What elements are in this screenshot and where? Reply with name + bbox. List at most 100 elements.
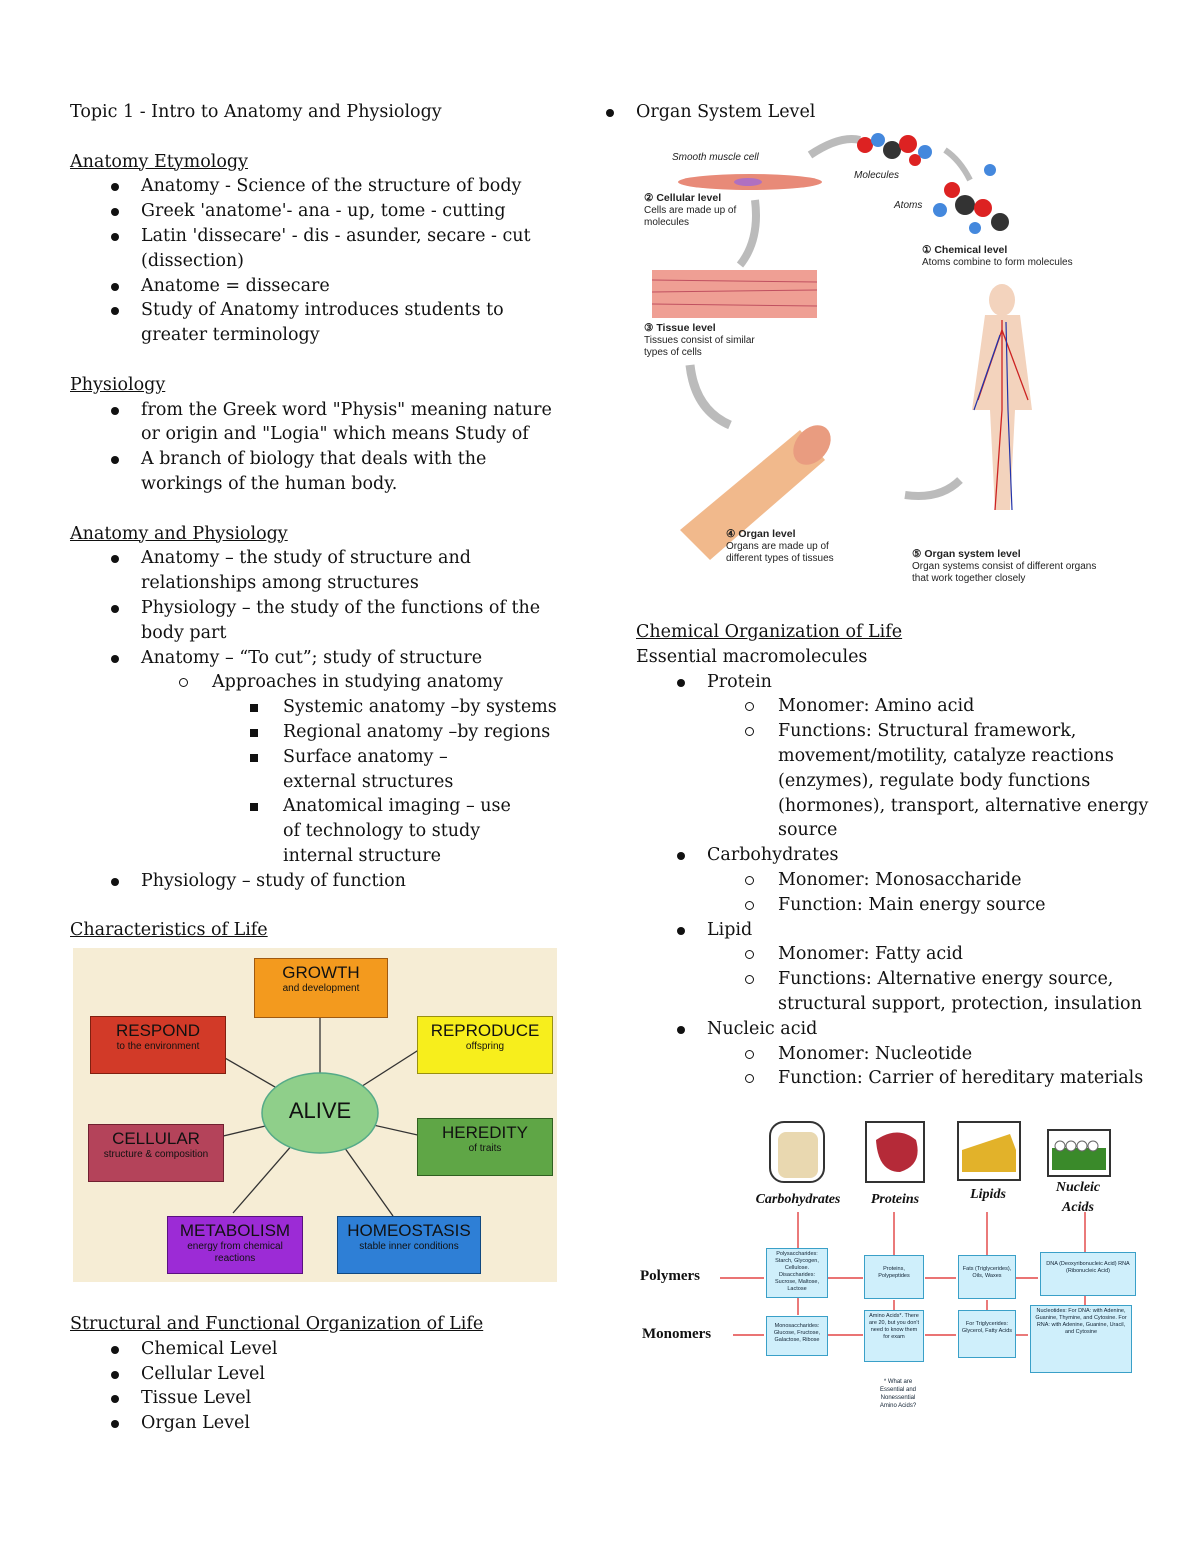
- box-subtitle: structure & composition: [103, 1149, 209, 1160]
- label-chemical: ① Chemical level Atoms combine to form m…: [922, 244, 1082, 269]
- box-title: HEREDITY: [442, 1123, 528, 1142]
- list-item: Physiology – study of function: [70, 869, 570, 894]
- list-item: Approaches in studying anatomy Systemic …: [141, 670, 570, 868]
- list-item: Functions: Structural framework, movemen…: [707, 719, 1156, 843]
- list-item: Nucleic acid Monomer: Nucleotide Functio…: [636, 1017, 1156, 1091]
- label-cellular: ② Cellular level Cells are made up of mo…: [644, 192, 764, 229]
- detail-list: Monomer: Nucleotide Function: Carrier of…: [636, 1042, 1156, 1092]
- list-item-text: Lipid: [707, 919, 753, 940]
- list-item-text: Nucleic acid: [707, 1018, 818, 1039]
- mono-box-lipids: For Triglycerides: Glycerol, Fatty Acids: [958, 1310, 1016, 1358]
- list-item-text: Approaches in studying anatomy: [212, 672, 503, 693]
- box-title: REPRODUCE: [430, 1021, 540, 1040]
- label-polymers: Polymers: [640, 1268, 700, 1284]
- page-title: Topic 1 - Intro to Anatomy and Physiolog…: [70, 102, 442, 122]
- homeostasis-box: HOMEOSTASIS stable inner conditions: [337, 1216, 481, 1274]
- list-item: Tissue Level: [70, 1386, 570, 1411]
- box-title: GROWTH: [282, 963, 360, 982]
- level-title: ⑤ Organ system level: [912, 548, 1021, 560]
- growth-box: GROWTH and development: [254, 958, 388, 1018]
- list-item: Organ System Level: [565, 100, 1156, 125]
- list-item: Function: Carrier of hereditary material…: [707, 1066, 1156, 1091]
- mono-box-nucleic: Nucleotides: For DNA: with Adenine, Guan…: [1030, 1305, 1132, 1373]
- alive-center: ALIVE: [288, 1098, 352, 1123]
- box-subtitle: stable inner conditions: [359, 1241, 459, 1252]
- list-item: Organ Level: [70, 1411, 570, 1436]
- label-nucleic-acids: Nucleic Acids: [1055, 1180, 1101, 1215]
- label-smooth-muscle: Smooth muscle cell: [672, 152, 759, 163]
- list-item: Function: Main energy source: [707, 893, 1156, 918]
- list-item: Monomer: Nucleotide: [707, 1042, 1156, 1067]
- anaphys-list: Anatomy – the study of structure and rel…: [70, 546, 570, 893]
- label-lipids: Lipids: [970, 1187, 1006, 1202]
- approach-types-list: Systemic anatomy –by systems Regional an…: [141, 695, 570, 869]
- list-item-text: Anatomy – “To cut”; study of structure: [141, 647, 483, 668]
- level-title: ④ Organ level: [726, 528, 796, 540]
- level-desc: Atoms combine to form molecules: [922, 257, 1073, 268]
- reproduce-box: REPRODUCE offspring: [417, 1016, 553, 1074]
- label-organ: ④ Organ level Organs are made up of diff…: [726, 528, 866, 565]
- macromolecules-figure: Carbohydrates Proteins Lipids Nucleic Ac…: [638, 1110, 1138, 1440]
- heading-physiology: Physiology: [70, 374, 166, 395]
- list-item: Study of Anatomy introduces students to …: [70, 298, 570, 348]
- organization-list-cont: Organ System Level: [565, 100, 1156, 125]
- label-organ-system: ⑤ Organ system level Organ systems consi…: [912, 548, 1112, 585]
- detail-list: Monomer: Monosaccharide Function: Main e…: [636, 868, 1156, 918]
- poly-box-proteins: Proteins, Polypeptides: [864, 1255, 924, 1299]
- heredity-box: HEREDITY of traits: [417, 1118, 553, 1176]
- left-column: Topic 1 - Intro to Anatomy and Physiolog…: [70, 100, 570, 943]
- approaches-list: Approaches in studying anatomy Systemic …: [70, 670, 570, 868]
- box-title: RESPOND: [115, 1021, 201, 1040]
- macromolecule-list: Protein Monomer: Amino acid Functions: S…: [636, 670, 1156, 1092]
- list-item: Systemic anatomy –by systems: [212, 695, 570, 720]
- mono-box-proteins: Amino Acids*. There are 20, but you don'…: [864, 1310, 924, 1362]
- poly-box-lipids: Fats (Triglycerides), Oils, Waxes: [958, 1255, 1016, 1299]
- poly-box-nucleic: DNA (Deoxyribonucleic Acid) RNA (Ribonuc…: [1040, 1252, 1136, 1296]
- label-molecules: Molecules: [854, 170, 900, 181]
- list-item: Anatomy - Science of the structure of bo…: [70, 174, 570, 199]
- chemical-intro: Essential macromolecules: [636, 646, 868, 667]
- list-item: Cellular Level: [70, 1362, 570, 1387]
- level-desc: Organ systems consist of different organ…: [912, 561, 1097, 584]
- level-desc: Tissues consist of similar types of cell…: [644, 335, 755, 358]
- box-subtitle: energy from chemical reactions: [187, 1241, 283, 1264]
- box-subtitle: offspring: [465, 1041, 505, 1052]
- list-item: Protein Monomer: Amino acid Functions: S…: [636, 670, 1156, 844]
- level-desc: Cells are made up of molecules: [644, 205, 737, 228]
- heading-anatomy-physiology: Anatomy and Physiology: [70, 523, 288, 544]
- box-subtitle: of traits: [468, 1143, 502, 1154]
- respond-box: RESPOND to the environment: [90, 1016, 226, 1074]
- label-carbohydrates: Carbohydrates: [755, 1192, 841, 1207]
- list-item: Greek 'anatome'- ana - up, tome - cuttin…: [70, 199, 570, 224]
- list-item: from the Greek word "Physis" meaning nat…: [70, 398, 570, 448]
- list-item: Anatomy – the study of structure and rel…: [70, 546, 570, 596]
- list-item: Latin 'dissecare' - dis - asunder, secar…: [70, 224, 570, 274]
- heading-organization: Structural and Functional Organization o…: [70, 1314, 484, 1334]
- label-monomers: Monomers: [642, 1326, 712, 1342]
- alive-ellipse: [261, 1072, 379, 1154]
- list-item-text: Carbohydrates: [707, 845, 839, 866]
- chemical-section: Chemical Organization of Life Essential …: [636, 620, 1156, 1091]
- box-title: METABOLISM: [179, 1221, 291, 1240]
- cellular-box: CELLULAR structure & composition: [88, 1124, 224, 1182]
- level-desc: Organs are made up of different types of…: [726, 541, 834, 564]
- box-subtitle: to the environment: [116, 1041, 200, 1052]
- list-item: Carbohydrates Monomer: Monosaccharide Fu…: [636, 843, 1156, 917]
- characteristics-diagram: ALIVE GROWTH and development RESPOND to …: [73, 948, 557, 1282]
- label-tissue: ③ Tissue level Tissues consist of simila…: [644, 322, 764, 359]
- box-title: HOMEOSTASIS: [347, 1221, 471, 1240]
- detail-list: Monomer: Fatty acid Functions: Alternati…: [636, 942, 1156, 1016]
- list-item-text: Protein: [707, 671, 772, 692]
- heading-characteristics: Characteristics of Life: [70, 920, 268, 941]
- macro-illustration: [720, 1121, 1111, 1336]
- level-title: ② Cellular level: [644, 192, 722, 204]
- heading-etymology: Anatomy Etymology: [70, 151, 248, 172]
- list-item: Physiology – the study of the functions …: [70, 596, 570, 646]
- list-item: Regional anatomy –by regions: [212, 720, 570, 745]
- list-item: Surface anatomy – external structures: [212, 745, 493, 795]
- level-title: ① Chemical level: [922, 244, 1008, 256]
- list-item: Anatomical imaging – use of technology t…: [212, 794, 533, 868]
- mono-box-carbs: Monosaccharides: Glucose, Fructose, Gala…: [766, 1316, 828, 1356]
- organization-section: Structural and Functional Organization o…: [70, 1312, 570, 1436]
- list-item: Monomer: Amino acid: [707, 694, 1156, 719]
